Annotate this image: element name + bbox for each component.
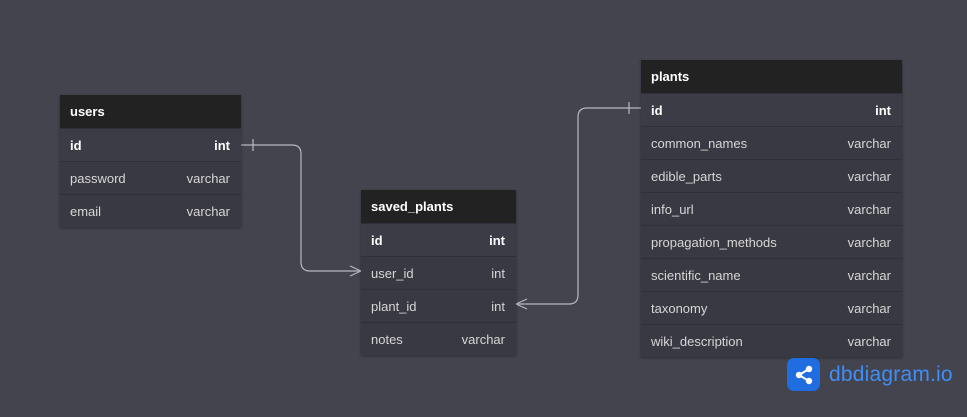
table-header[interactable]: users — [60, 95, 241, 128]
table-name: users — [70, 104, 105, 119]
field-name: id — [371, 232, 383, 248]
field-row[interactable]: edible_parts varchar — [641, 159, 902, 192]
share-nodes-icon — [787, 358, 820, 391]
field-name: propagation_methods — [651, 234, 777, 250]
field-row[interactable]: propagation_methods varchar — [641, 225, 902, 258]
field-type: varchar — [847, 300, 891, 316]
field-row[interactable]: id int — [361, 223, 516, 256]
field-type: int — [214, 137, 230, 153]
field-type: varchar — [186, 170, 230, 186]
many-marker — [515, 298, 528, 305]
field-name: common_names — [651, 135, 748, 151]
field-row[interactable]: email varchar — [60, 194, 241, 227]
field-name: password — [70, 170, 126, 186]
brand-watermark[interactable]: dbdiagram.io — [787, 358, 953, 391]
table-name: saved_plants — [371, 199, 454, 214]
field-row[interactable]: wiki_description varchar — [641, 324, 902, 357]
field-row[interactable]: scientific_name varchar — [641, 258, 902, 291]
field-name: wiki_description — [651, 333, 743, 349]
table-header[interactable]: plants — [641, 60, 902, 93]
field-type: int — [491, 298, 505, 314]
field-type: varchar — [847, 168, 891, 184]
field-row[interactable]: taxonomy varchar — [641, 291, 902, 324]
field-type: int — [491, 265, 505, 281]
field-type: varchar — [847, 234, 891, 250]
table-plants[interactable]: plants id int common_names varchar edibl… — [641, 60, 902, 357]
many-marker — [349, 270, 362, 277]
field-type: int — [875, 102, 891, 118]
brand-name: dbdiagram.io — [829, 362, 953, 386]
field-type: varchar — [847, 135, 891, 151]
many-marker — [515, 303, 528, 310]
field-name: taxonomy — [651, 300, 708, 316]
field-row[interactable]: id int — [60, 128, 241, 161]
field-name: info_url — [651, 201, 694, 217]
table-users[interactable]: users id int password varchar email varc… — [60, 95, 241, 227]
table-header[interactable]: saved_plants — [361, 190, 516, 223]
field-name: plant_id — [371, 298, 417, 314]
field-row[interactable]: plant_id int — [361, 289, 516, 322]
relation-users-saved-plants[interactable] — [241, 139, 362, 277]
field-name: id — [70, 137, 82, 153]
field-type: varchar — [186, 203, 230, 219]
field-type: int — [489, 232, 505, 248]
field-row[interactable]: password varchar — [60, 161, 241, 194]
field-name: scientific_name — [651, 267, 741, 283]
field-type: varchar — [847, 333, 891, 349]
field-name: notes — [371, 331, 403, 347]
field-type: varchar — [847, 201, 891, 217]
field-name: edible_parts — [651, 168, 722, 184]
table-name: plants — [651, 69, 690, 84]
table-saved-plants[interactable]: saved_plants id int user_id int plant_id… — [361, 190, 516, 355]
field-row[interactable]: user_id int — [361, 256, 516, 289]
field-row[interactable]: info_url varchar — [641, 192, 902, 225]
field-row[interactable]: common_names varchar — [641, 126, 902, 159]
field-row[interactable]: notes varchar — [361, 322, 516, 355]
field-name: id — [651, 102, 663, 118]
field-name: email — [70, 203, 102, 219]
relation-plants-saved-plants[interactable] — [515, 102, 641, 310]
many-marker — [349, 265, 362, 272]
field-type: varchar — [461, 331, 505, 347]
field-type: varchar — [847, 267, 891, 283]
field-name: user_id — [371, 265, 414, 281]
field-row[interactable]: id int — [641, 93, 902, 126]
